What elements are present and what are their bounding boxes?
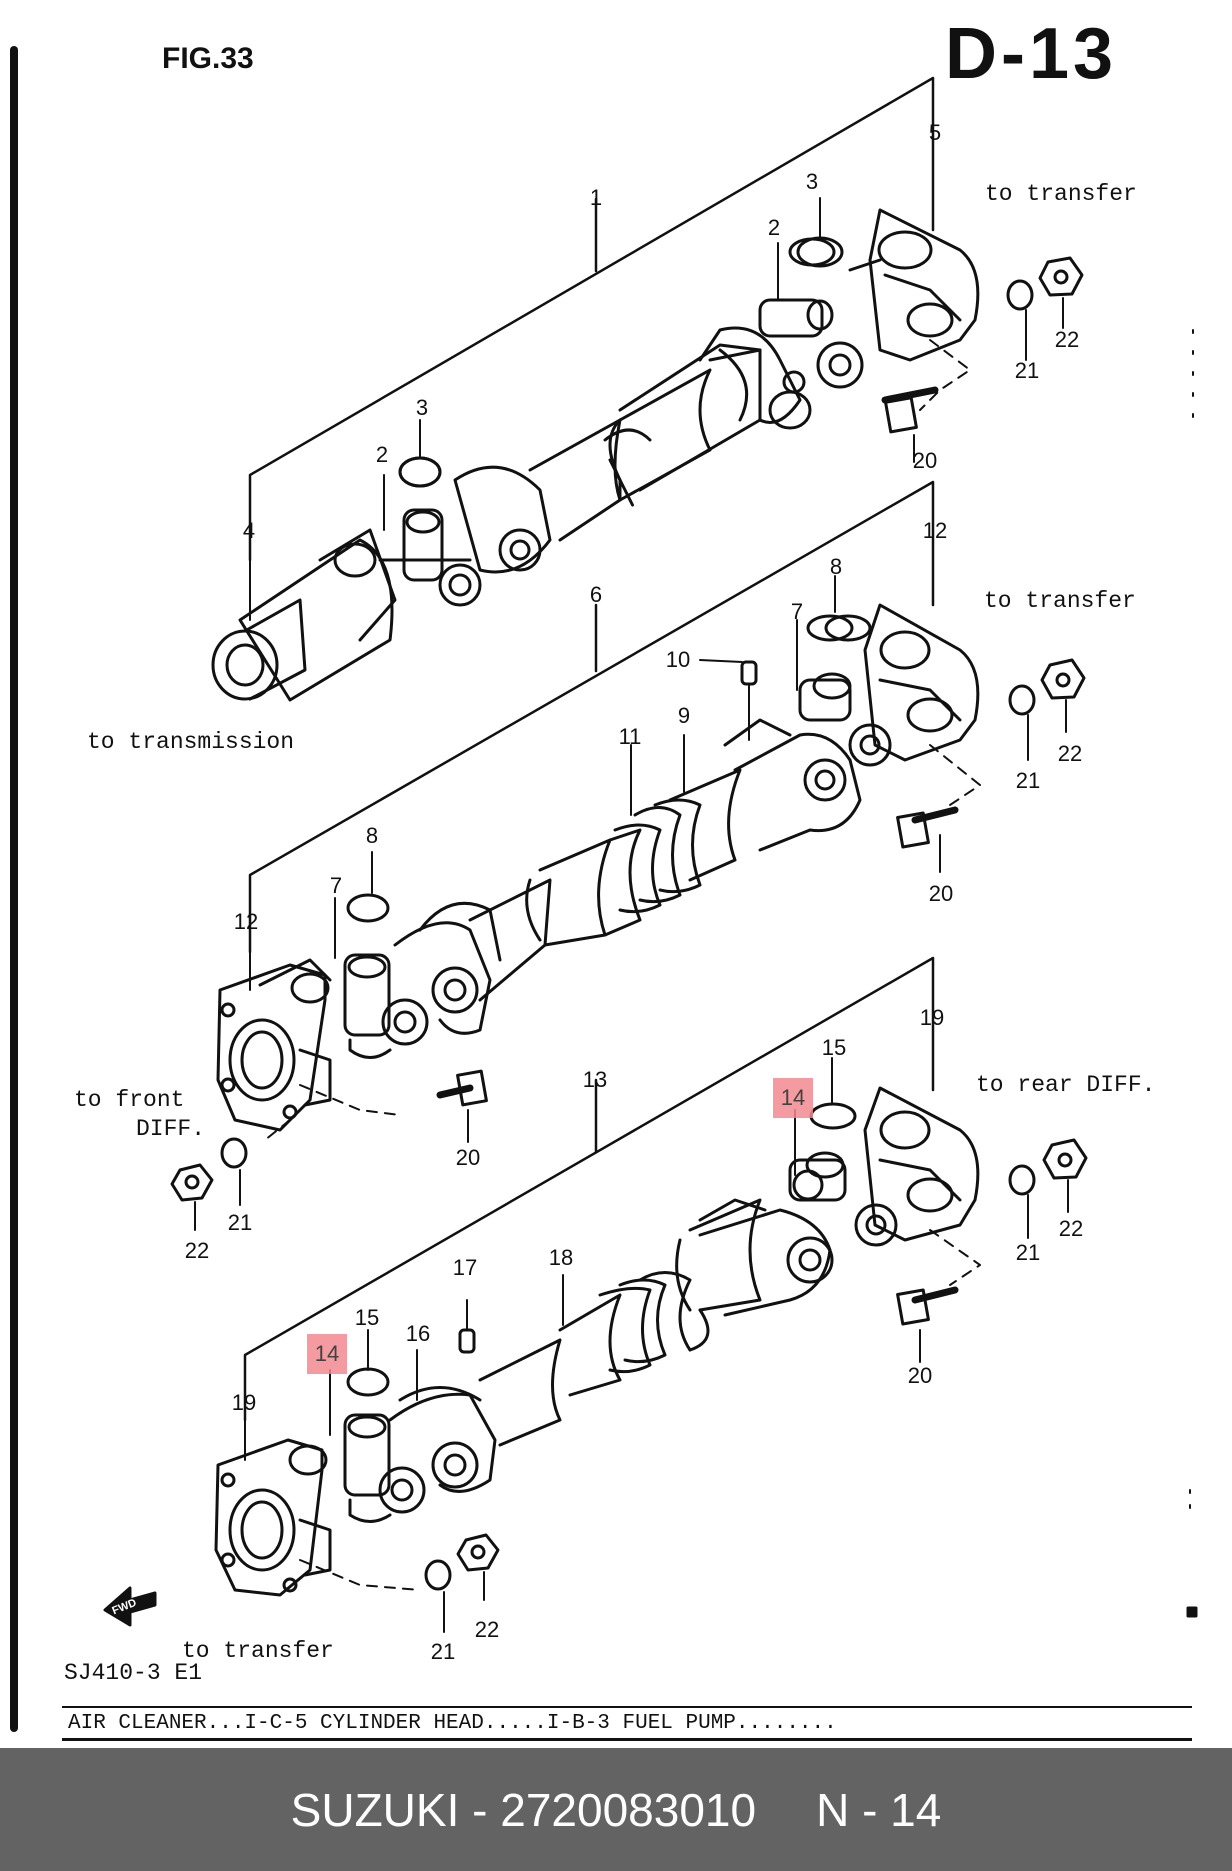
callout-number: 3 — [805, 169, 819, 194]
callout-number: 19 — [919, 1005, 945, 1030]
callout-number: 5 — [928, 120, 942, 145]
callout-number: 12 — [922, 518, 948, 543]
propeller-shaft-2 — [170, 480, 1086, 1231]
callout-number: 3 — [415, 395, 429, 420]
callout-number: 20 — [455, 1145, 481, 1170]
callout-number: 8 — [365, 823, 379, 848]
callout-number: 6 — [589, 582, 603, 607]
highlighted-callout: 14 — [307, 1334, 347, 1374]
callout-number: 20 — [912, 448, 938, 473]
propeller-shaft-1 — [211, 76, 1084, 702]
propeller-shaft-3 — [103, 956, 1088, 1633]
destination-label: to transfer — [985, 181, 1137, 207]
callout-number: 7 — [790, 599, 804, 624]
fwd-arrow-icon — [103, 1586, 157, 1627]
callout-number: 15 — [821, 1035, 847, 1060]
figure-title: FIG.33 — [162, 42, 254, 75]
index-strip: AIR CLEANER...I-C-5 CYLINDER HEAD.....I-… — [62, 1706, 1192, 1741]
callout-number: 7 — [329, 873, 343, 898]
index-strip-text: AIR CLEANER...I-C-5 CYLINDER HEAD.....I-… — [68, 1712, 837, 1735]
exploded-diagram — [10, 46, 1198, 1732]
callout-number: 20 — [928, 881, 954, 906]
callout-number: 15 — [354, 1305, 380, 1330]
callout-number: 10 — [665, 647, 691, 672]
callout-number: 21 — [227, 1210, 253, 1235]
callout-number: 9 — [677, 703, 691, 728]
reference-number: N - 14 — [816, 1783, 942, 1836]
callout-number: 11 — [618, 724, 642, 749]
part-number: SUZUKI - 2720083010 — [290, 1783, 757, 1836]
destination-label: to transmission — [87, 729, 295, 755]
callout-number: 1 — [589, 185, 603, 210]
page-code: D-13 — [945, 18, 1118, 80]
callout-number: 21 — [430, 1639, 456, 1664]
destination-label: to front — [74, 1087, 185, 1113]
callout-number: 22 — [1057, 741, 1083, 766]
footer-bar: SUZUKI - 2720083010 N - 14 — [0, 1748, 1232, 1871]
callout-number: 8 — [829, 554, 843, 579]
callout-number: 22 — [1054, 327, 1080, 352]
callout-number: 4 — [242, 518, 256, 543]
callout-number: 22 — [1058, 1216, 1084, 1241]
callout-number: 12 — [233, 909, 259, 934]
callout-number: 22 — [474, 1617, 500, 1642]
callout-number: 17 — [452, 1255, 478, 1280]
callout-number: 21 — [1015, 768, 1041, 793]
destination-label: to rear DIFF. — [976, 1072, 1156, 1098]
callout-number: 2 — [375, 442, 389, 467]
callout-number: 16 — [405, 1321, 431, 1346]
callout-number: 19 — [231, 1390, 257, 1415]
callout-number: 2 — [767, 215, 781, 240]
callout-number: 21 — [1015, 1240, 1041, 1265]
callout-number: 13 — [582, 1067, 608, 1092]
callout-number: 21 — [1014, 358, 1040, 383]
highlighted-callout: 14 — [773, 1078, 813, 1118]
model-code: SJ410-3 E1 — [64, 1660, 203, 1686]
destination-label: DIFF. — [136, 1116, 206, 1142]
callout-number: 18 — [548, 1245, 574, 1270]
destination-label: to transfer — [182, 1638, 334, 1664]
diagram-sheet: FIG.33 D-13 SJ410-3 E1 FWD to transfer t… — [10, 18, 1198, 1741]
callout-number: 22 — [184, 1238, 210, 1263]
callout-number: 20 — [907, 1363, 933, 1388]
destination-label: to transfer — [984, 588, 1136, 614]
